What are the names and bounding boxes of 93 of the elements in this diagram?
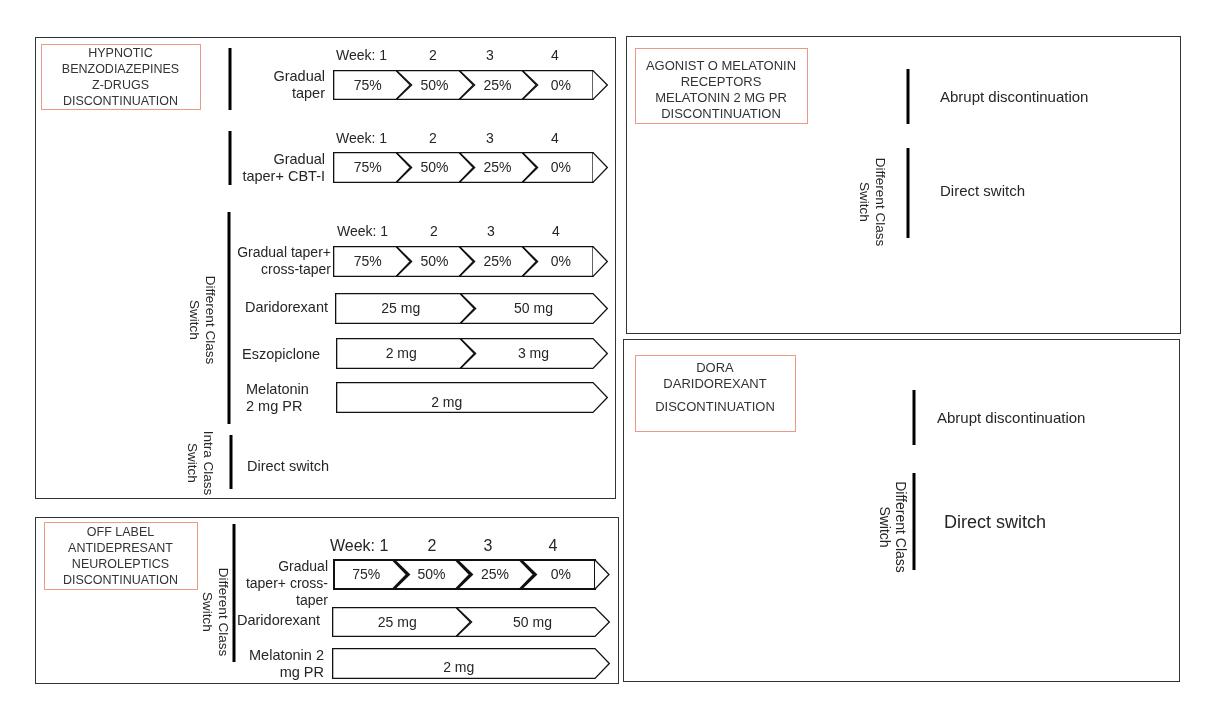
panel-frame xyxy=(626,36,1181,334)
option-text: Direct switch xyxy=(247,458,330,476)
week-number: 3 xyxy=(486,46,494,64)
step-value: 25 mg xyxy=(381,299,421,317)
week-label: Week: 1 xyxy=(337,222,389,240)
section-label: Different Class Switch xyxy=(876,481,910,573)
drug-label: Eszopiclone xyxy=(242,346,321,364)
week-number: 4 xyxy=(552,222,560,240)
chevron-step xyxy=(331,606,471,637)
section-label: Different Class Switch xyxy=(856,157,888,247)
section-label: Intra Class Switch xyxy=(184,430,216,496)
week-number: 4 xyxy=(548,536,558,556)
step-value: 50% xyxy=(420,76,449,93)
option-text: Abrupt discontinuation xyxy=(937,409,1086,427)
chevron-step xyxy=(459,292,608,324)
week-number: 3 xyxy=(487,222,495,240)
chevron-step xyxy=(458,69,537,100)
chevron-step xyxy=(395,245,474,277)
week-number: 4 xyxy=(551,129,559,147)
panel-frame xyxy=(35,37,616,499)
panel-frame xyxy=(623,339,1180,682)
category-title: OFF LABEL ANTIDEPRESANT NEUROLEPTICS DISCONTINUATION xyxy=(63,524,178,588)
regimen-label: Gradual taper+ CBT-I xyxy=(242,150,325,186)
panel-frame xyxy=(35,517,619,684)
step-value: 25% xyxy=(483,158,512,176)
chevron-step xyxy=(455,606,610,637)
section-label: Different Class Switch xyxy=(186,275,218,365)
chevron-step xyxy=(521,245,608,277)
chevron-step xyxy=(458,245,537,277)
category-title: DORA DARIDOREXANT xyxy=(663,360,767,392)
week-label: Week: 1 xyxy=(336,129,388,147)
step-value: 0% xyxy=(550,158,571,176)
chevron-step xyxy=(519,558,610,590)
category-box xyxy=(634,47,808,124)
step-value: 50% xyxy=(420,252,449,270)
regimen-label: Gradual taper+ cross- taper xyxy=(245,557,328,609)
chevron-step xyxy=(332,558,408,590)
step-value: 25% xyxy=(483,76,512,93)
regimen-label: Gradual taper xyxy=(273,67,325,103)
category-box xyxy=(43,521,198,590)
chevron-step xyxy=(459,337,608,369)
chevron-step xyxy=(332,151,411,183)
step-value: 75% xyxy=(352,565,381,583)
step-value: 50% xyxy=(417,565,446,583)
week-number: 2 xyxy=(429,129,437,147)
step-value: 75% xyxy=(353,252,382,270)
step-value: 2 mg xyxy=(385,344,417,362)
category-title: AGONIST O MELATONIN RECEPTORS MELATONIN 2 MG PR DISCONTINUATION xyxy=(645,58,797,122)
category-title: DISCONTINUATION xyxy=(655,399,775,415)
category-box xyxy=(40,43,201,110)
drug-label: Daridorexant xyxy=(245,299,328,317)
step-value: 50 mg xyxy=(513,613,552,630)
drug-label: Daridorexant xyxy=(237,612,320,630)
week-label: Week: 1 xyxy=(330,536,389,556)
step-value: 25% xyxy=(483,252,512,270)
step-value: 50% xyxy=(420,158,449,176)
chevron-step xyxy=(395,151,474,183)
chevron-step xyxy=(335,337,475,369)
chevron-step xyxy=(521,69,608,100)
option-text: Direct switch xyxy=(940,182,1025,200)
step-value: 25 mg xyxy=(377,613,417,630)
section-label: Different Class Switch xyxy=(199,567,231,657)
chevron-step xyxy=(332,245,411,277)
week-number: 2 xyxy=(430,222,438,240)
regimen-label: Gradual taper+ cross-taper xyxy=(237,244,331,278)
chevron-step xyxy=(335,381,608,413)
chevron-step xyxy=(331,647,610,679)
week-number: 4 xyxy=(551,46,559,64)
drug-label: Melatonin 2 mg PR xyxy=(249,646,324,682)
drug-label: Melatonin 2 mg PR xyxy=(246,380,309,416)
chevron-step xyxy=(458,151,537,183)
option-text: Direct switch xyxy=(944,512,1046,534)
step-value: 2 mg xyxy=(443,658,475,676)
week-label: Week: 1 xyxy=(336,46,388,64)
step-value: 50 mg xyxy=(514,299,553,317)
step-value: 3 mg xyxy=(517,344,550,362)
step-value: 2 mg xyxy=(431,393,463,411)
step-value: 0% xyxy=(550,76,571,93)
step-value: 0% xyxy=(550,252,571,270)
week-number: 3 xyxy=(483,536,493,556)
week-number: 2 xyxy=(429,46,437,64)
category-box xyxy=(634,354,796,432)
step-value: 0% xyxy=(550,565,571,583)
step-value: 25% xyxy=(481,565,509,583)
week-number: 3 xyxy=(486,129,494,147)
option-text: Abrupt discontinuation xyxy=(940,88,1089,106)
chevron-step xyxy=(334,292,475,324)
week-number: 2 xyxy=(427,536,437,556)
chevron-step xyxy=(521,151,608,183)
category-title: HYPNOTIC BENZODIAZEPINES Z-DRUGS DISCONTINUATION xyxy=(61,45,180,109)
step-value: 75% xyxy=(353,76,382,93)
chevron-step xyxy=(332,69,411,100)
step-value: 75% xyxy=(353,158,382,176)
